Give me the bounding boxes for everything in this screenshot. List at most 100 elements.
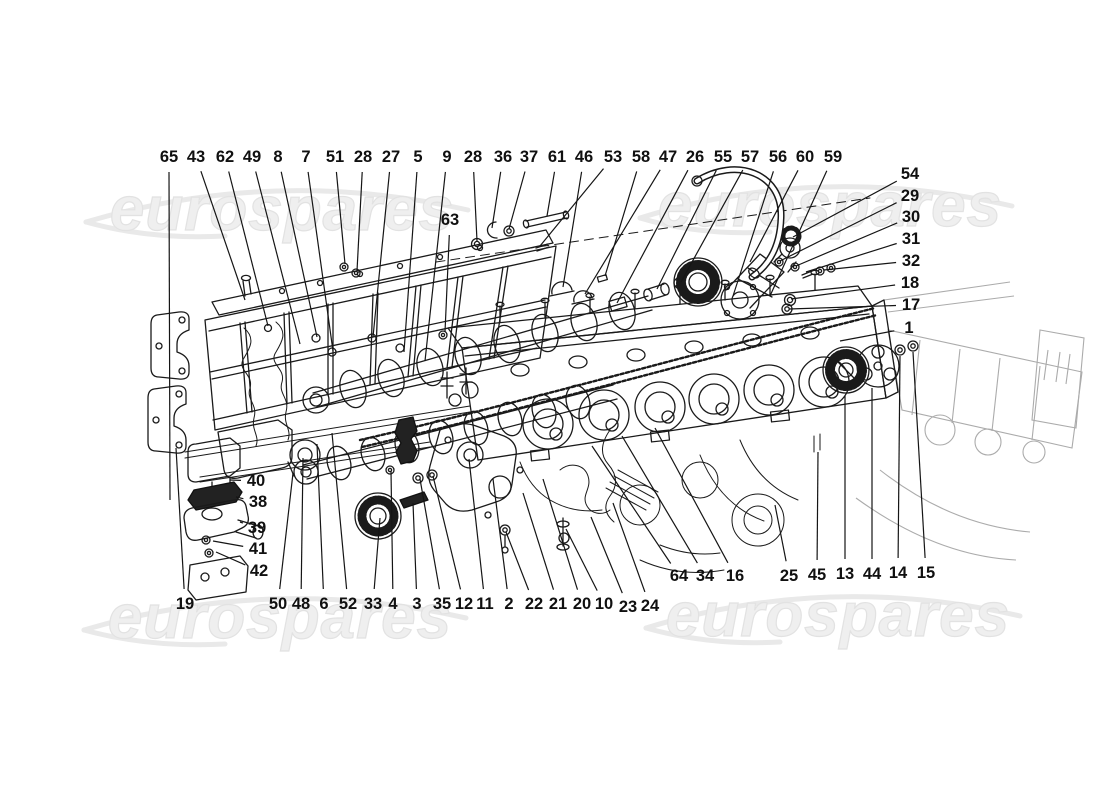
callout-label-43: 43 bbox=[187, 148, 205, 166]
callout-label-25: 25 bbox=[780, 567, 798, 585]
callout-label-7: 7 bbox=[301, 148, 310, 166]
callout-label-34: 34 bbox=[696, 567, 715, 585]
callout-label-33: 33 bbox=[364, 595, 382, 613]
watermark-text: eurospares bbox=[666, 581, 1010, 650]
callout-line-33 bbox=[373, 517, 381, 590]
callout-line-26 bbox=[616, 169, 689, 304]
callout-line-57 bbox=[680, 169, 744, 283]
callout-line-27 bbox=[372, 171, 391, 338]
callout-line-47 bbox=[584, 169, 661, 295]
callout-line-36 bbox=[491, 171, 502, 229]
thermostat-outlet-assembly bbox=[183, 437, 264, 601]
bottom-hardware bbox=[499, 517, 570, 554]
callout-line-12 bbox=[432, 475, 462, 590]
callout-line-31 bbox=[805, 242, 897, 273]
small-hardware-top bbox=[339, 210, 685, 340]
callout-line-25 bbox=[774, 504, 787, 562]
long-studs bbox=[184, 405, 471, 483]
callout-line-65 bbox=[168, 171, 171, 501]
callout-label-40: 40 bbox=[247, 472, 265, 490]
distributor-pump bbox=[720, 225, 802, 320]
callout-label-54: 54 bbox=[901, 165, 920, 183]
callout-label-31: 31 bbox=[902, 230, 920, 248]
breather-hose bbox=[691, 166, 785, 281]
callout-label-35: 35 bbox=[433, 595, 451, 613]
callout-label-19: 19 bbox=[176, 595, 194, 613]
callout-line-15 bbox=[912, 351, 926, 559]
callout-line-50 bbox=[279, 472, 294, 590]
watermark-top-left: eurospares bbox=[83, 174, 471, 245]
callout-line-28 bbox=[356, 171, 363, 272]
callout-label-28: 28 bbox=[464, 148, 482, 166]
callout-label-3: 3 bbox=[412, 595, 421, 613]
callout-line-4 bbox=[390, 470, 394, 590]
watermark-swoosh bbox=[81, 596, 469, 633]
callout-label-27: 27 bbox=[382, 148, 400, 166]
callout-label-17: 17 bbox=[902, 296, 920, 314]
callout-label-29: 29 bbox=[901, 187, 919, 205]
callout-line-16 bbox=[654, 427, 729, 564]
callout-line-6 bbox=[316, 443, 324, 590]
callout-line-59 bbox=[769, 170, 828, 297]
callout-label-62: 62 bbox=[216, 148, 234, 166]
callout-line-35 bbox=[419, 478, 440, 590]
callout-line-2 bbox=[492, 478, 508, 590]
callout-line-8 bbox=[280, 171, 318, 338]
callout-label-39: 39 bbox=[248, 519, 266, 537]
callout-line-53 bbox=[539, 168, 604, 247]
timing-chain bbox=[358, 306, 879, 449]
callout-line-30 bbox=[795, 222, 898, 267]
watermark-top-right: eurospares bbox=[637, 170, 1015, 241]
callout-label-58: 58 bbox=[632, 148, 650, 166]
left-gasket-brackets bbox=[147, 311, 190, 454]
callout-label-30: 30 bbox=[902, 208, 920, 226]
callout-label-56: 56 bbox=[769, 148, 787, 166]
callout-line-10 bbox=[565, 528, 598, 591]
callout-label-28: 28 bbox=[354, 148, 372, 166]
callout-line-46 bbox=[562, 171, 583, 288]
callout-line-32 bbox=[823, 261, 897, 271]
camshaft-upper bbox=[302, 288, 653, 414]
callout-label-63: 63 bbox=[441, 211, 459, 229]
callout-label-32: 32 bbox=[902, 252, 920, 270]
watermark-text: eurospares bbox=[658, 171, 1002, 240]
callout-label-65: 65 bbox=[160, 148, 178, 166]
callout-label-55: 55 bbox=[714, 148, 732, 166]
watermark-swoosh bbox=[637, 215, 773, 236]
faded-background-engine-bank bbox=[855, 281, 1085, 561]
end-covers-and-seals bbox=[822, 340, 919, 394]
callout-line-62 bbox=[228, 171, 269, 327]
callout-label-41: 41 bbox=[249, 540, 267, 558]
callout-label-11: 11 bbox=[476, 595, 493, 613]
callout-line-45 bbox=[816, 451, 819, 561]
callout-line-61 bbox=[546, 171, 556, 217]
callout-label-6: 6 bbox=[319, 595, 328, 613]
callout-label-12: 12 bbox=[455, 595, 473, 613]
callout-line-9 bbox=[424, 171, 446, 362]
callout-label-9: 9 bbox=[442, 148, 451, 166]
watermark-text: eurospares bbox=[110, 175, 454, 244]
callout-label-37: 37 bbox=[520, 148, 538, 166]
watermark-swoosh bbox=[637, 184, 1015, 221]
callout-label-36: 36 bbox=[494, 148, 512, 166]
callout-line-56 bbox=[732, 171, 774, 297]
front-oil-seal bbox=[354, 492, 402, 540]
watermark-swoosh bbox=[81, 627, 228, 648]
watermark-bottom-left: eurospares bbox=[81, 582, 469, 653]
small-hardware-right bbox=[774, 257, 836, 315]
watermark-swoosh bbox=[643, 594, 1023, 631]
callout-label-15: 15 bbox=[917, 564, 935, 582]
callout-line-28 bbox=[473, 171, 478, 242]
callout-label-13: 13 bbox=[836, 565, 854, 583]
callout-line-41 bbox=[212, 540, 244, 547]
callout-label-38: 38 bbox=[249, 493, 267, 511]
callout-line-49 bbox=[255, 171, 301, 345]
callout-line-51 bbox=[335, 171, 346, 265]
watermark-swoosh bbox=[83, 219, 228, 240]
callout-line-18 bbox=[790, 284, 896, 300]
callout-label-45: 45 bbox=[808, 566, 826, 584]
callout-label-8: 8 bbox=[273, 148, 282, 166]
callout-line-34 bbox=[621, 435, 698, 564]
